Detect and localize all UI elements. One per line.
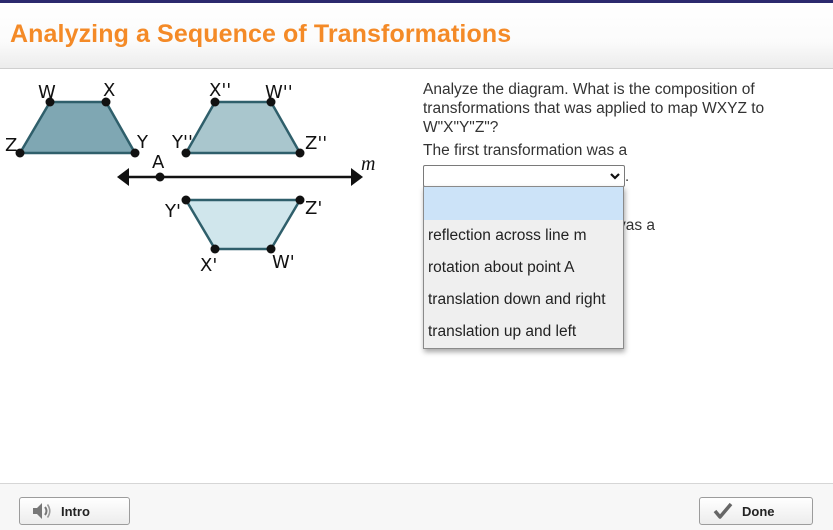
dropdown-option-translation-down-right[interactable]: translation down and right (428, 291, 606, 308)
svg-text:X'': X'' (209, 80, 231, 101)
trapezoid-w2x2y2z2 (183, 100, 303, 155)
intro-label: Intro (61, 503, 90, 519)
top-accent-bar (0, 0, 833, 3)
period: . (625, 168, 630, 185)
trapezoid-w1x1y1z1 (183, 198, 303, 251)
svg-text:Y': Y' (164, 201, 181, 222)
svg-text:Z': Z' (305, 198, 322, 219)
footer-bar: Intro Done (0, 483, 833, 530)
chevron-down-icon (610, 173, 620, 180)
svg-text:W'': W'' (265, 82, 293, 103)
dropdown-option-translation-up-left[interactable]: translation up and left (428, 323, 577, 340)
svg-text:m: m (361, 153, 375, 175)
intro-button[interactable]: Intro (19, 497, 130, 525)
header: Analyzing a Sequence of Transformations (0, 3, 833, 69)
first-transformation-select[interactable] (423, 165, 625, 187)
svg-text:Z'': Z'' (305, 133, 327, 154)
dropdown-option-reflection[interactable]: reflection across line m (428, 227, 587, 244)
done-label: Done (742, 503, 775, 519)
first-transformation-label: The first transformation was a (423, 142, 628, 159)
second-transformation-label-partial: vas a (618, 217, 656, 234)
transformation-diagram: W X Y Z X'' W'' Y'' Z'' Y' Z' X' W' A m (0, 70, 400, 290)
svg-text:Y: Y (136, 132, 149, 153)
svg-text:A: A (152, 152, 165, 173)
done-button[interactable]: Done (699, 497, 813, 525)
svg-text:W': W' (272, 252, 295, 273)
svg-text:X: X (103, 80, 115, 101)
svg-text:Z: Z (5, 135, 17, 156)
speaker-icon (33, 503, 51, 519)
page-title: Analyzing a Sequence of Transformations (10, 20, 512, 48)
question-prompt: Analyze the diagram. What is the composi… (423, 81, 765, 136)
dropdown-option-rotation[interactable]: rotation about point A (428, 259, 575, 276)
dropdown-option-blank[interactable] (424, 187, 623, 220)
checkmark-icon (713, 502, 733, 519)
svg-text:W: W (38, 82, 56, 103)
svg-text:Y'': Y'' (171, 132, 193, 153)
svg-text:X': X' (200, 255, 217, 276)
first-transformation-dropdown-list: reflection across line m rotation about … (423, 186, 624, 349)
trapezoid-wxyz (17, 100, 138, 155)
